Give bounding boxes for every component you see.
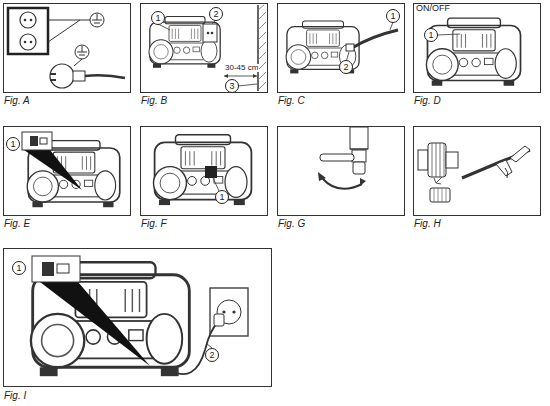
figure-caption: Fig. B <box>141 96 167 106</box>
figure-caption: Fig. D <box>414 96 441 106</box>
callout-number: 2 <box>339 60 353 74</box>
callout-number: 1 <box>6 137 20 151</box>
callout-number: 2 <box>209 7 223 21</box>
callout-number: 1 <box>151 11 165 25</box>
figure-caption: Fig. C <box>278 96 305 106</box>
switch-label: ON/OFF <box>416 4 450 13</box>
figure-caption: Fig. A <box>4 96 30 106</box>
callout-number: 1 <box>386 9 400 23</box>
figure-caption: Fig. I <box>4 391 26 401</box>
callout-number: 1 <box>215 190 229 204</box>
callout-number: 1 <box>424 28 438 42</box>
callout-number: 1 <box>12 261 26 275</box>
figure-caption: Fig. F <box>141 219 167 229</box>
callout-number: 2 <box>205 348 219 362</box>
figure-caption: Fig. G <box>278 219 305 229</box>
dimension-label: 30-45 cm <box>224 64 259 72</box>
figure-caption: Fig. H <box>414 219 441 229</box>
callout-number: 3 <box>225 79 239 93</box>
figure-caption: Fig. E <box>4 219 30 229</box>
